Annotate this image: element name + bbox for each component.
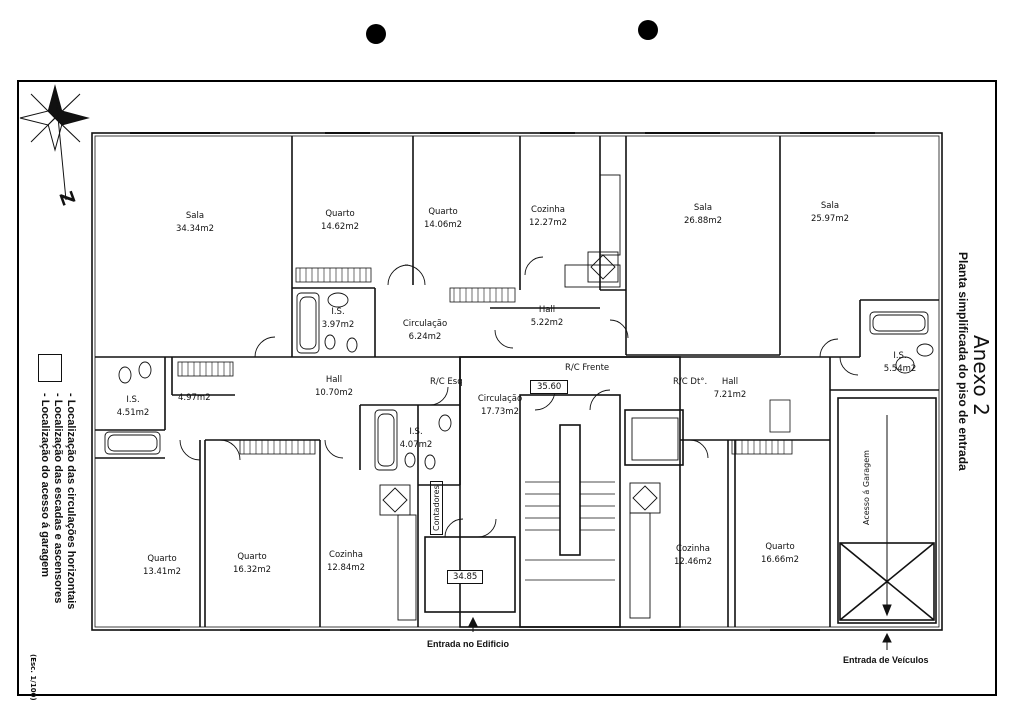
legend-item-stairs: - Localização das escadas e ascensores	[52, 393, 64, 604]
punch-hole-right	[638, 20, 658, 40]
legend-box-icon	[38, 354, 62, 382]
unit-label-rc-frente: R/C Frente	[565, 363, 610, 373]
room-is-2: I.S.4.51m2	[116, 395, 150, 418]
legend: - Localização das circulações horizontai…	[38, 393, 77, 609]
legend-item-horizontal: - Localização das circulações horizontai…	[65, 393, 77, 610]
unit-label-rc-esq: R/C Esq	[430, 377, 463, 387]
compass-rose	[19, 84, 90, 201]
room-is-4: I.S.5.54m2	[883, 351, 917, 374]
legend-item-garage: - Localização do acesso á garagem	[39, 393, 51, 578]
vehicle-entrance-label: Entrada de Veículos	[843, 655, 929, 665]
plan-subtitle: Planta simplificada do piso de entrada	[956, 252, 970, 471]
elevation-tag-lower: 34.85	[447, 570, 484, 584]
garage-access-label: Acesso á Garagem	[862, 450, 871, 525]
unit-label-rc-dto: R/C Dt°.	[673, 377, 708, 387]
room-closet-area: 4.97m2	[178, 393, 211, 403]
meters-label: Contadores	[430, 481, 443, 535]
punch-hole-left	[366, 24, 386, 44]
elevation-tag-top: 35.60	[530, 380, 569, 394]
room-is-1: I.S.3.97m2	[321, 307, 355, 330]
annex-title: Anexo 2	[969, 335, 993, 416]
room-is-3: I.S.4.07m2	[399, 427, 433, 450]
building-entrance-label: Entrada no Edificio	[427, 639, 510, 649]
sheet-frame	[17, 80, 997, 696]
scale-note: (Esc. 1/100)	[29, 654, 37, 701]
